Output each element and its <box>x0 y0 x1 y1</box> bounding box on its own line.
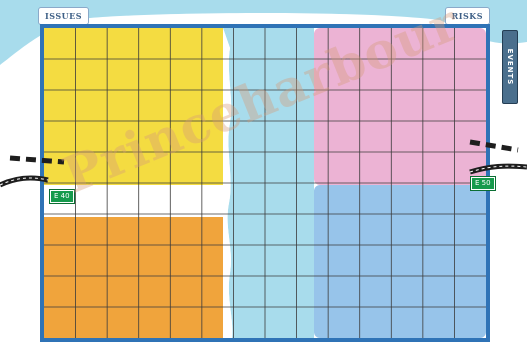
events-side-label[interactable]: EVENTS <box>502 30 518 104</box>
road-sign-e50: E 50 <box>471 177 495 190</box>
right-road <box>470 166 527 172</box>
events-label-text: EVENTS <box>506 49 514 86</box>
right-road-dashes <box>470 142 518 150</box>
road-sign-e40: E 40 <box>50 190 74 203</box>
left-road-dashes <box>10 158 64 162</box>
